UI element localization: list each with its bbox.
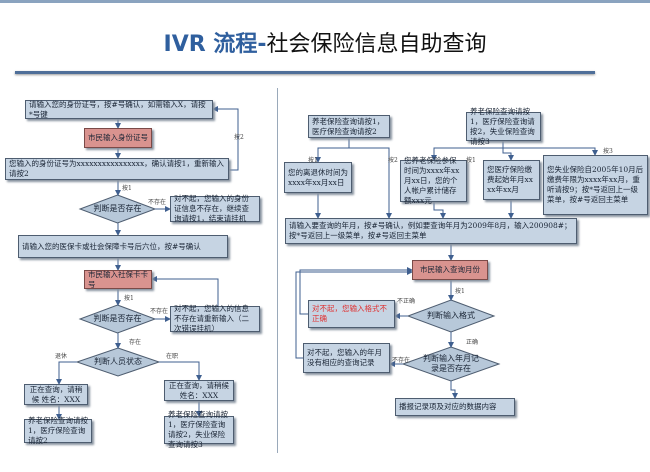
edge-label-press3_d: 按3 [603,148,613,155]
connector-arrow [299,267,413,315]
flow-box-employed_querying: 正在查询，请稍候 姓名：XXX [164,380,234,401]
flow-box-r_menu: 养老保险查询请按1，医疗保险查询请按2 [308,115,390,138]
page-title: IVR 流程-社会保险信息自助查询 [0,26,650,58]
edge-label-press1_c: 按1 [308,157,318,164]
connector-arrow [295,269,413,359]
decision-exist_check_1: 判断是否存在 [93,204,142,213]
connector-arrow [56,361,77,385]
title-prefix: IVR 流程- [163,32,267,57]
flow-box-retired_menu: 养老保险查询请按1，医疗保险查询请按2 [24,416,92,445]
edge-label-not_exist_a: 不存在 [148,199,167,206]
flow-box-pension_info: 您养老保险参保时间为xxxx年xx月xx日，您的个人帐户累计储存额xxx元 [400,156,467,205]
flow-box-card_prompt: 请输入您的医保卡或社会保障卡号后六位，按#号确认 [18,235,228,258]
flow-box-id_confirm: 您输入的身份证号为xxxxxxxxxxxxxxxx，确认请按1，重新输入请按2 [5,158,229,180]
flow-box-card_not_exist: 对不起，您输入的信息不存在请重新输入（二次错误挂机） [170,304,260,333]
input-step-month_input: 市民输入查询月份 [412,260,488,280]
connector-arrow [349,147,392,219]
connector-arrow [212,106,239,171]
connector-arrow [502,148,514,161]
connector-arrow [433,202,446,219]
top-bar [0,0,650,3]
flow-box-employed_menu: 养老保险查询请按1，医疗保险查询请按2，失业保险查询请按3 [164,410,234,449]
edge-label-correct: 正确 [466,339,479,346]
connector-arrow [503,147,598,156]
column-divider [277,88,278,453]
flow-box-broadcast: 播报记录项及对应的数据内容 [395,398,515,416]
flow-box-unemployment_info: 您失业保险自2005年10月后缴费年限为xxxx年xx月，重听请按9；按*号返回… [543,155,648,215]
decision-record_check: 判断输入年月记录是否存在 [422,354,479,373]
connector-arrow [159,361,202,381]
input-step-card_input: 市民输入社保卡卡号 [84,270,152,289]
connector-arrow [450,381,458,399]
edge-label-not_exist_e: 不存在 [392,357,411,364]
edge-label-employed: 在职 [166,353,179,360]
connector-arrow [431,141,504,161]
edge-label-press1_e: 按1 [455,288,465,295]
edge-label-not_exist_b: 不存在 [150,308,169,315]
decision-status_check: 判断人员状态 [93,357,142,366]
decision-format_check: 判断输入格式 [426,311,475,320]
decision-diamond-status_check [75,347,161,377]
edge-label-press1_d: 按1 [466,157,476,164]
flow-box-id_not_exist: 对不起，您输入的身份证信息不存在，继续查询请按1，结束请挂机 [170,194,260,223]
input-step-id_input: 市民输入身份证号 [84,128,152,148]
flow-box-medical_info: 您医疗保险缴费起始年月xx xx年xx月 [483,160,540,200]
edge-label-press2_c: 按2 [388,157,398,164]
connector-arrow [151,276,219,306]
title-rule [15,71,595,74]
flow-box-format_error: 对不起，您输入格式不正确 [308,300,395,328]
flow-box-no_record: 对不起，您输入的年月没有相应的查询记录 [303,343,390,373]
title-main: 社会保险信息自助查询 [266,32,487,57]
edge-label-press2_a: 按2 [234,134,244,141]
edge-label-incorrect: 不正确 [397,298,416,305]
edge-label-press1_b: 按1 [124,295,134,302]
edge-label-press1_a: 按1 [122,185,132,192]
flow-box-month_prompt: 请输入要查询的年月，按#号确认，例如要查询年月为2009年8月，输入200908… [285,218,577,244]
edge-label-retired: 退休 [55,353,68,360]
decision-exist_check_2: 判断是否存在 [93,314,142,323]
flow-box-retire_time: 您的离退休时间为xxxx年xx月xx日 [284,162,352,193]
flow-box-retired_querying: 正在查询，请稍候 姓名：XXX [24,384,88,405]
edge-label-exist_b: 存在 [129,339,142,346]
connector-arrow [315,138,350,163]
flow-box-id_prompt: 请输入您的身份证号，按#号确认，如需输入X，请按*号键 [25,100,213,119]
flow-box-e_menu: 养老保险查询请按1，医疗保险查询请按2，失业保险查询请按3 [466,107,541,146]
